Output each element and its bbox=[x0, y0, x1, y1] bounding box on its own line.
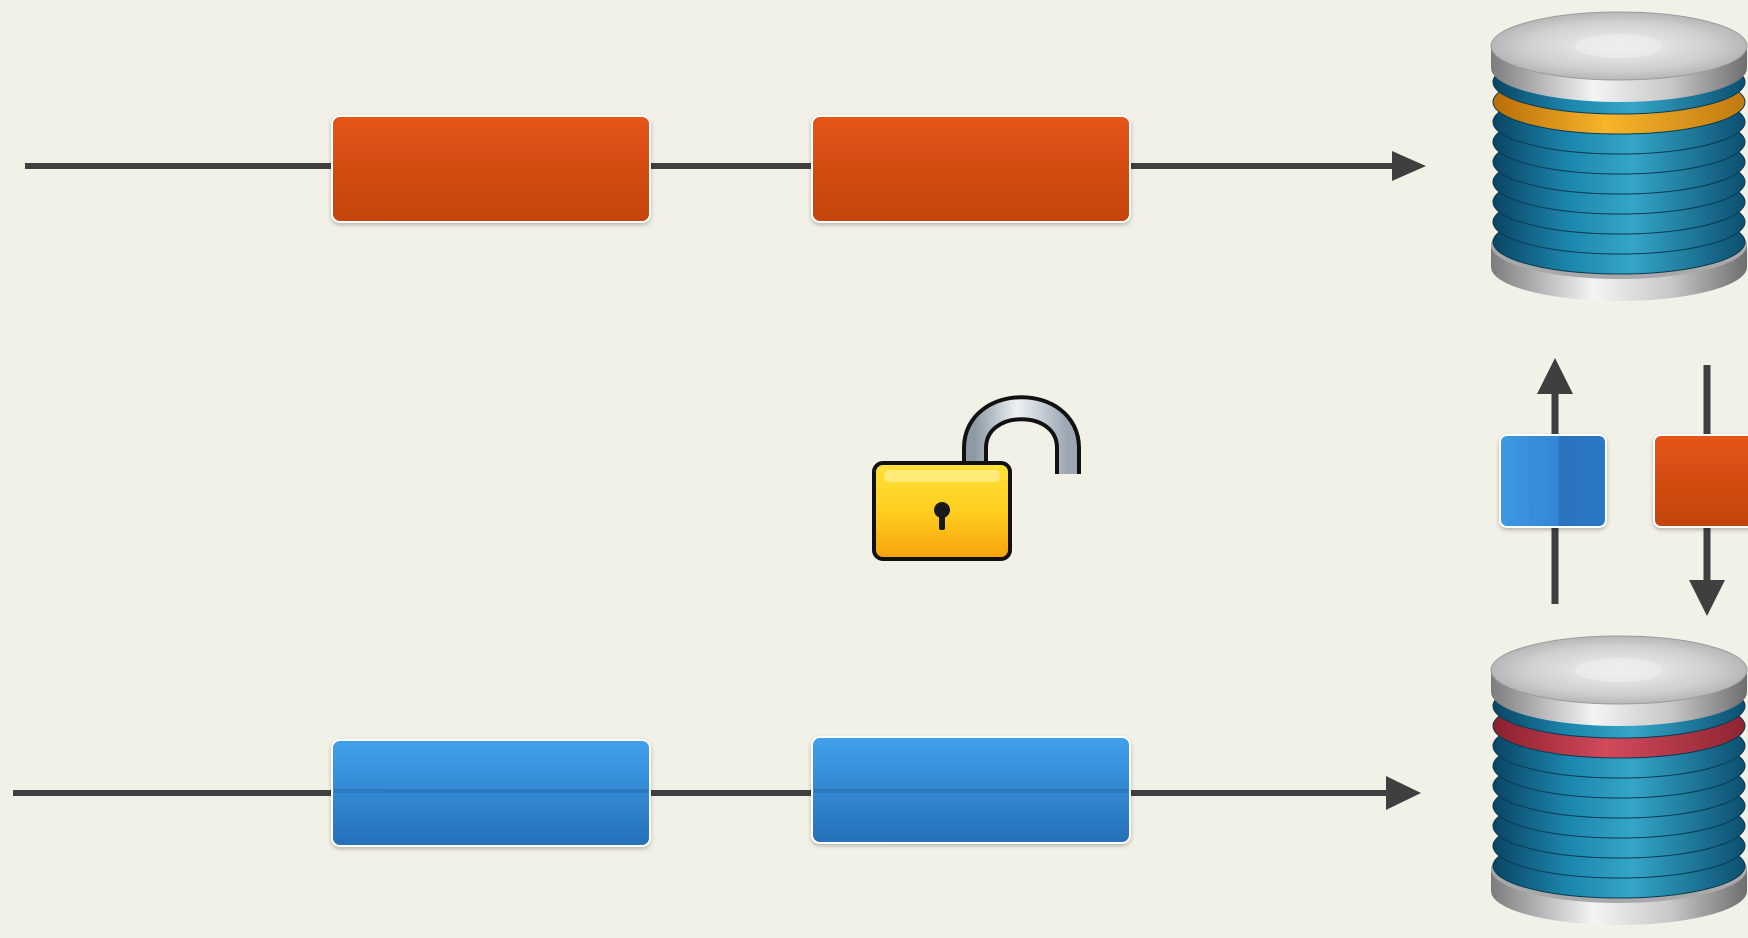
sync-orange-block bbox=[1653, 434, 1748, 528]
top-timeline bbox=[25, 115, 1426, 223]
top-database-icon bbox=[1490, 11, 1748, 301]
up-arrowhead-icon bbox=[1537, 358, 1573, 394]
bottom-timeline-arrowhead-icon bbox=[1386, 776, 1421, 810]
sync-down-arrow bbox=[1653, 365, 1748, 616]
bottom-database-icon bbox=[1490, 635, 1748, 925]
top-timeline-arrowhead-icon bbox=[1392, 151, 1426, 181]
bottom-timeline bbox=[13, 736, 1421, 847]
sync-blue-block bbox=[1499, 434, 1607, 528]
sync-up-arrow bbox=[1499, 358, 1607, 604]
unlocked-padlock-icon bbox=[872, 395, 1081, 561]
top-orange-block-2 bbox=[811, 115, 1131, 223]
top-orange-block-1 bbox=[331, 115, 651, 223]
down-arrowhead-icon bbox=[1689, 580, 1725, 616]
